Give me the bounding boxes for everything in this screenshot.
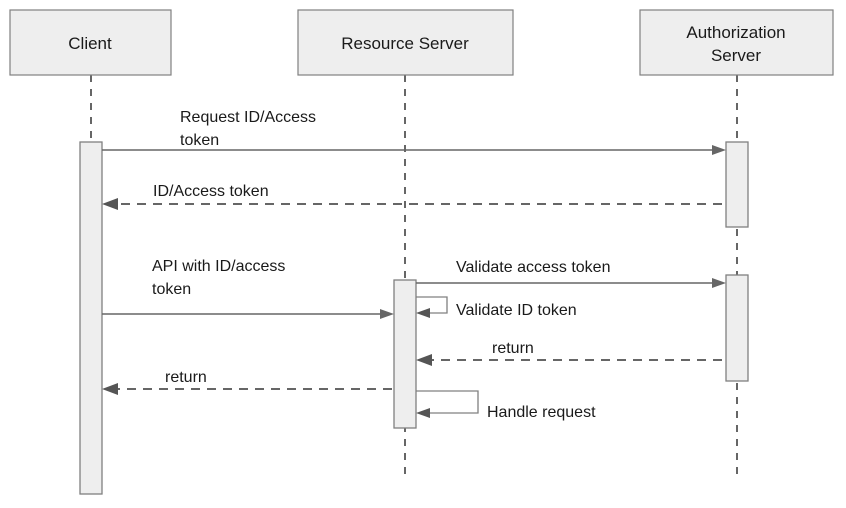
arrowhead-api-return [102,383,118,395]
message-label-api-with-token-line2: token [152,281,191,298]
arrowhead-validate-id-token [416,308,430,318]
message-request-id-access-token: Request ID/Access token [102,109,726,155]
activation-bar-authorization-server-1 [725,141,749,228]
arrowhead-validate-access-token [712,278,726,288]
selfloop-path-validate-id-token [416,296,448,314]
message-label-id-access-token-response: ID/Access token [153,183,269,200]
activation-bar-client [79,141,103,495]
selfloop-path-handle-request [416,390,479,414]
participant-label-client: Client [68,34,112,53]
activation-bars-layer [79,141,749,495]
message-label-validate-access-token: Validate access token [456,259,610,276]
participant-box-client[interactable] [9,9,172,76]
participant-label-resource-server: Resource Server [341,34,469,53]
participant-resource-server[interactable]: Resource Server [297,9,514,76]
message-validate-access-token: Validate access token [416,259,726,288]
message-validate-return: return [416,340,722,366]
message-id-access-token-response: ID/Access token [102,183,722,210]
participant-authorization-server[interactable]: Authorization Server [639,9,834,76]
participant-box-resource-server[interactable] [297,9,514,76]
activation-bar-resource-server [393,279,417,429]
arrowhead-request-id-access-token [712,145,726,155]
activation-bar-authorization-server-2 [725,274,749,382]
message-label-api-return: return [165,369,207,386]
participant-label-authorization-server-line2: Server [711,46,761,65]
arrowhead-id-access-token-response [102,198,118,210]
message-handle-request-self: Handle request [416,390,596,421]
message-label-handle-request: Handle request [487,404,596,421]
message-label-api-with-token-line1: API with ID/access [152,258,285,275]
message-api-return: return [102,369,392,395]
participant-box-authorization-server[interactable] [639,9,834,76]
participant-client[interactable]: Client [9,9,172,76]
participant-label-authorization-server-line1: Authorization [686,23,785,42]
message-label-validate-id-token: Validate ID token [456,302,577,319]
message-api-with-token: API with ID/access token [102,258,394,319]
arrowhead-validate-return [416,354,432,366]
message-label-request-id-access-token-line1: Request ID/Access [180,109,316,126]
message-label-validate-return: return [492,340,534,357]
arrowhead-api-with-token [380,309,394,319]
message-validate-id-token-self: Validate ID token [416,296,577,319]
arrowhead-handle-request [416,408,430,418]
message-label-request-id-access-token-line2: token [180,132,219,149]
